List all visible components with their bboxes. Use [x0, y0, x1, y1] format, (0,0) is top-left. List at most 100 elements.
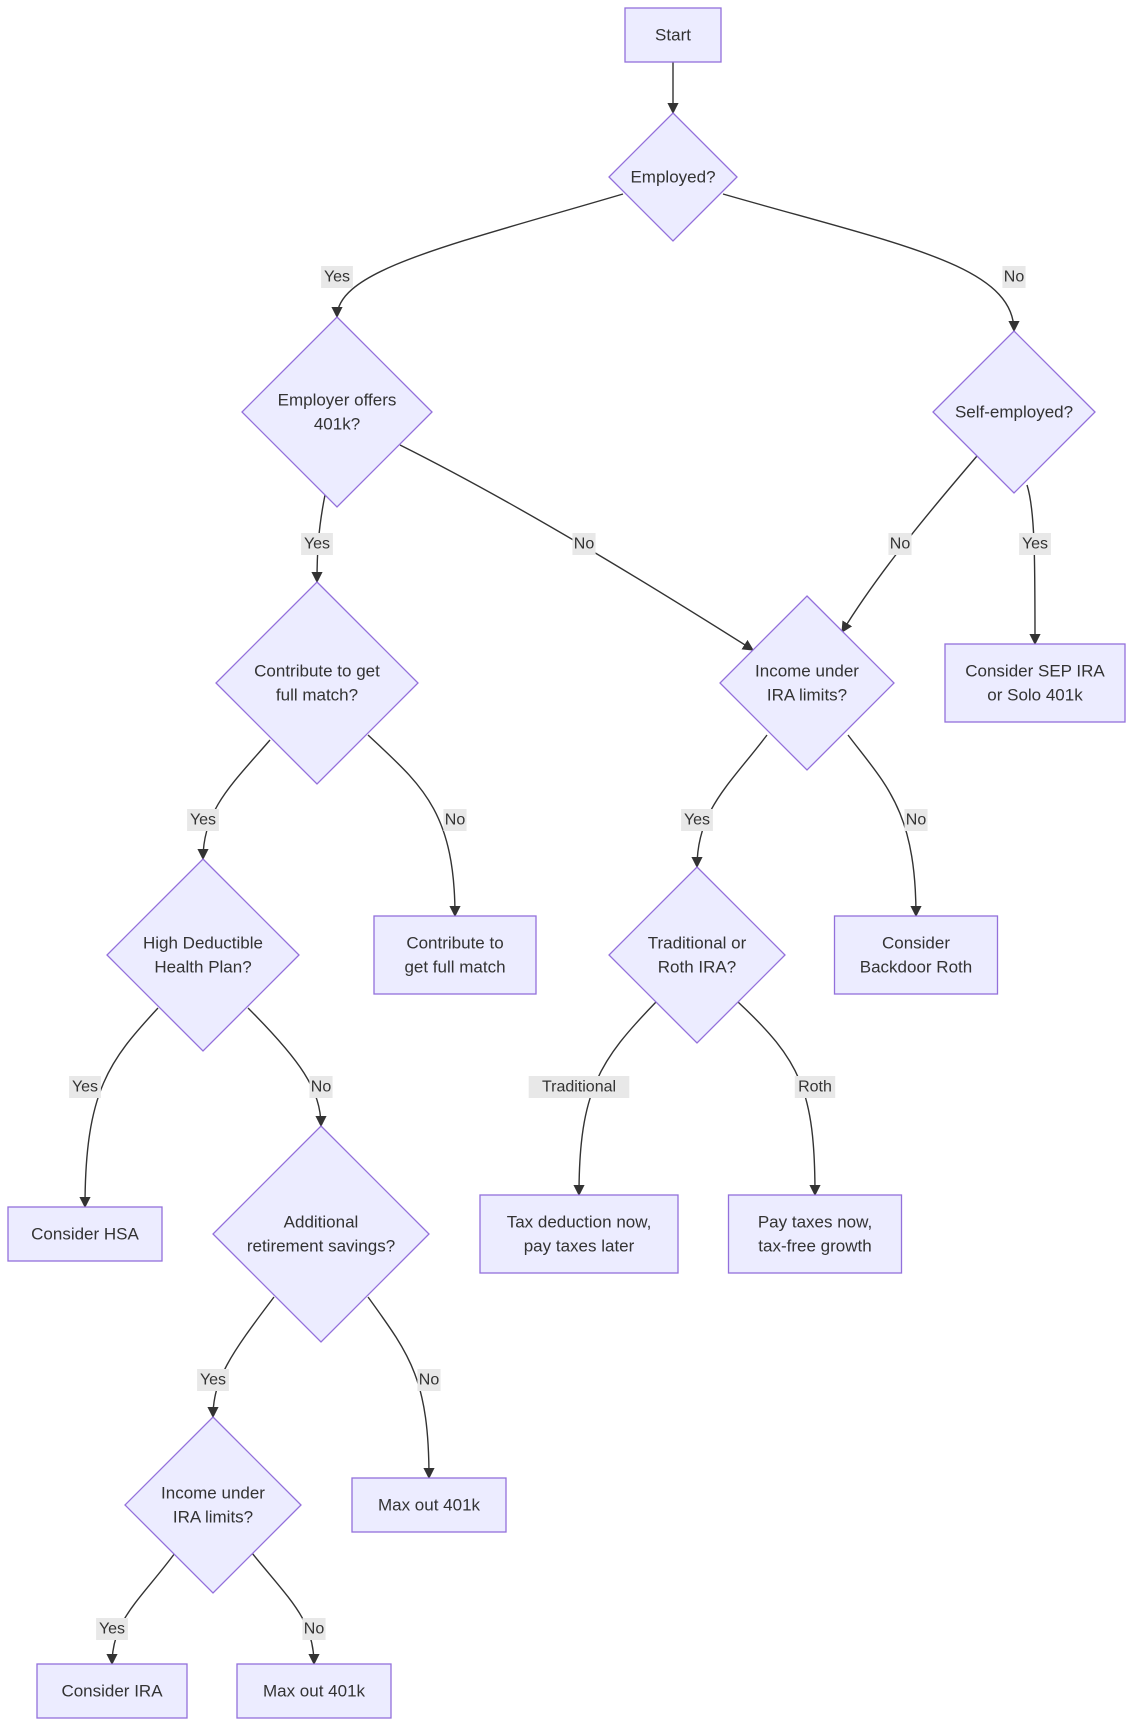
edge-label-text: Yes — [1022, 536, 1048, 553]
node-label-line: Income under — [755, 662, 859, 681]
node-label-line: High Deductible — [143, 934, 263, 953]
edge-label-background — [443, 809, 467, 831]
node-label-line: Roth IRA? — [658, 958, 736, 977]
node-label-line: Max out 401k — [378, 1496, 481, 1515]
edge-label-background — [888, 533, 912, 555]
edge-label: No — [1002, 266, 1026, 288]
edge-label-text: Roth — [798, 1079, 832, 1096]
edge-hdhp-to-hsa — [79, 1007, 159, 1209]
edge-income_ira_2-to-consider_ira — [106, 1552, 176, 1666]
edge-additional-to-max_401k_1 — [367, 1296, 435, 1480]
node-label-line: Income under — [161, 1484, 265, 1503]
process-node-full-match-do: Contribute to get full match — [373, 915, 537, 995]
edge-label-background — [528, 1076, 630, 1098]
edge-income_ira_1-to-backdoor — [847, 734, 922, 918]
edge-label: Traditional — [528, 1076, 630, 1098]
node-label-line: Employer offers — [278, 391, 397, 410]
node-label-line: Self-employed? — [955, 403, 1073, 422]
edge-label-background — [572, 533, 596, 555]
edge-label-background — [309, 1076, 333, 1098]
process-node-tax-deduction: Tax deduction now, pay taxes later — [479, 1194, 679, 1274]
process-node-pay-taxes: Pay taxes now, tax-free growth — [727, 1194, 903, 1274]
node-label-line: get full match — [404, 958, 505, 977]
edge-label: Yes — [301, 533, 333, 555]
edge-label-background — [197, 1369, 229, 1391]
edge-label-text: No — [419, 1372, 440, 1389]
decision-diamond — [608, 112, 738, 242]
decision-diamond — [719, 595, 895, 771]
node-label-line: Contribute to — [406, 934, 503, 953]
process-box — [351, 1477, 507, 1533]
process-box — [479, 1194, 679, 1274]
process-node-hsa: Consider HSA — [7, 1206, 163, 1262]
edge-label: Yes — [1019, 533, 1051, 555]
edge-label: No — [572, 533, 596, 555]
edge-label-background — [681, 809, 713, 831]
node-label-line: Consider SEP IRA — [965, 662, 1105, 681]
node-label-line: IRA limits? — [173, 1508, 253, 1527]
edge-label-text: No — [906, 812, 927, 829]
node-label-line: Backdoor Roth — [860, 958, 972, 977]
edges-layer — [79, 62, 1041, 1666]
decision-node-trad-roth: Traditional or Roth IRA? — [608, 866, 786, 1044]
node-label-line: Consider IRA — [61, 1682, 163, 1701]
edge-label-text: Yes — [684, 812, 710, 829]
node-label-line: 401k? — [314, 415, 360, 434]
decision-diamond — [215, 581, 419, 785]
edge-employed-to-employer_401k — [331, 193, 624, 319]
edge-label-text: Traditional — [542, 1079, 616, 1096]
node-label-line: IRA limits? — [767, 686, 847, 705]
edge-label: Roth — [794, 1076, 836, 1098]
edge-label: No — [888, 533, 912, 555]
edge-label: Yes — [321, 266, 353, 288]
edge-label-background — [417, 1369, 441, 1391]
decision-node-employed: Employed? — [608, 112, 738, 242]
decision-node-self-employed: Self-employed? — [932, 330, 1096, 494]
edge-income_ira_2-to-max_401k_2 — [251, 1552, 320, 1666]
edge-label: No — [417, 1369, 441, 1391]
node-label-line: tax-free growth — [758, 1237, 871, 1256]
edge-label-text: Yes — [324, 269, 350, 286]
edge-label-background — [187, 809, 219, 831]
decision-diamond — [608, 866, 786, 1044]
edge-label-background — [301, 533, 333, 555]
node-label-line: Consider HSA — [31, 1225, 139, 1244]
edge-label-text: Yes — [304, 536, 330, 553]
edge-label-text: Yes — [190, 812, 216, 829]
node-label-line: Pay taxes now, — [758, 1213, 872, 1232]
edge-label-background — [794, 1076, 836, 1098]
edge-label: Yes — [96, 1618, 128, 1640]
process-box — [944, 643, 1126, 723]
process-box — [7, 1206, 163, 1262]
node-label-line: pay taxes later — [524, 1237, 635, 1256]
edge-label-background — [1002, 266, 1026, 288]
process-box — [624, 7, 722, 63]
edge-label-text: No — [1004, 269, 1025, 286]
edge-full_match_q-to-full_match_do — [367, 734, 461, 918]
decision-diamond — [212, 1125, 430, 1343]
edge-label: Yes — [69, 1076, 101, 1098]
edge-additional-to-income_ira_2 — [207, 1296, 275, 1419]
process-node-consider-ira: Consider IRA — [36, 1663, 188, 1719]
node-label-line: Consider — [882, 934, 950, 953]
node-label-line: Traditional or — [648, 934, 747, 953]
node-label-line: Start — [655, 26, 691, 45]
process-box — [373, 915, 537, 995]
node-label-line: Tax deduction now, — [507, 1213, 652, 1232]
decision-diamond — [241, 316, 433, 508]
edge-label-text: No — [304, 1621, 325, 1638]
node-label-line: Contribute to get — [254, 662, 380, 681]
decision-diamond — [932, 330, 1096, 494]
edge-trad_roth-to-tax_deduction — [573, 1001, 657, 1197]
edge-label-text: Yes — [99, 1621, 125, 1638]
node-label-line: Additional — [284, 1213, 359, 1232]
